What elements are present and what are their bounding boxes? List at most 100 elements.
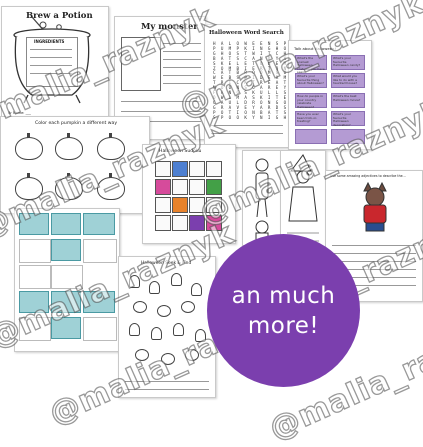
ingredient-line bbox=[30, 49, 72, 50]
memory-picture-card bbox=[19, 239, 51, 263]
memory-card bbox=[51, 317, 81, 339]
monster-line bbox=[163, 51, 201, 52]
sudoku-cell bbox=[172, 161, 188, 177]
writing-title: Use some amazing adjectives to describe … bbox=[330, 174, 406, 178]
ingredient-line bbox=[30, 73, 72, 74]
pumpkin-icon bbox=[55, 173, 83, 200]
question-card bbox=[331, 129, 365, 144]
monster-line bbox=[121, 121, 201, 122]
skeleton-tracing-worksheet bbox=[242, 150, 282, 246]
sudoku-cell bbox=[206, 161, 222, 177]
question-card: What's your favourite Halloween decorati… bbox=[331, 111, 365, 126]
sudoku-cell bbox=[189, 215, 205, 231]
word-list-line bbox=[211, 125, 283, 126]
ghost-icon bbox=[129, 275, 140, 288]
ghost-icon bbox=[151, 327, 162, 340]
sudoku-cell bbox=[206, 179, 222, 195]
sudoku-cell bbox=[155, 179, 171, 195]
and-much-more-badge: an much more! bbox=[207, 234, 360, 387]
monster-line bbox=[163, 43, 201, 44]
question-card: What's your favourite thing about Hallow… bbox=[295, 73, 327, 88]
memory-card bbox=[83, 213, 115, 235]
memory-card bbox=[51, 291, 81, 313]
question-card: Have you ever been trick-or-treating? bbox=[295, 111, 327, 126]
question-card bbox=[295, 129, 327, 144]
werewolf-icon bbox=[363, 181, 387, 232]
pumpkin-title: Color each pumpkin a different way bbox=[35, 121, 118, 126]
writing-line bbox=[332, 261, 416, 262]
potion-title: Brew a Potion bbox=[26, 11, 93, 21]
question-card: What's the best Halloween movie? bbox=[331, 93, 365, 108]
monster-line bbox=[163, 59, 201, 60]
sudoku-cell bbox=[172, 197, 188, 213]
pumpkin-icon bbox=[15, 133, 43, 160]
question-card: How do people in your country celebrate … bbox=[295, 93, 327, 108]
writing-line bbox=[332, 245, 416, 246]
ingredients-box bbox=[26, 37, 78, 87]
memory-card bbox=[51, 213, 81, 235]
question-card: What's the scariest Halloween costume yo… bbox=[295, 55, 327, 74]
monster-title: My monster bbox=[141, 22, 198, 32]
writing-line bbox=[332, 253, 416, 254]
memory-card bbox=[83, 291, 115, 313]
ingredients-label: INGREDIENTS bbox=[34, 39, 65, 44]
monster-line bbox=[121, 101, 201, 102]
pumpkin-icon bbox=[135, 349, 149, 361]
sudoku-cell bbox=[172, 215, 188, 231]
word-list-line bbox=[211, 133, 283, 134]
sudoku-cell bbox=[206, 215, 222, 231]
monster-drawing-box bbox=[121, 37, 161, 91]
pumpkin-icon bbox=[181, 301, 195, 313]
seek-count-line bbox=[125, 381, 209, 382]
talk-about-halloween-worksheet: Talk about Halloween! What's the scaries… bbox=[288, 40, 372, 150]
ghost-icon bbox=[171, 273, 182, 286]
ghost-icon bbox=[129, 323, 140, 336]
monster-line bbox=[163, 75, 201, 76]
promo-line-1: an much bbox=[231, 282, 336, 309]
sudoku-cell bbox=[189, 179, 205, 195]
sudoku-cell bbox=[189, 161, 205, 177]
sudoku-cell bbox=[206, 197, 222, 213]
question-card: What's your favourite Halloween candy? bbox=[331, 55, 365, 70]
halloween-sudoku-worksheet: Halloween Sudoku bbox=[142, 144, 236, 244]
sudoku-cell bbox=[155, 197, 171, 213]
seek-and-find-worksheet: Halloween Seek & Find bbox=[118, 256, 216, 398]
pumpkin-icon bbox=[185, 349, 199, 361]
memory-picture-card bbox=[19, 265, 51, 289]
memory-picture-card bbox=[19, 317, 51, 341]
monster-line bbox=[121, 111, 201, 112]
word-search-grid: H A L O W E E N S P P U M P K I N G H O … bbox=[213, 41, 288, 120]
pumpkin-icon bbox=[161, 353, 175, 365]
question-card: What would you like to do with a haunted… bbox=[331, 73, 365, 88]
seek-title: Halloween Seek & Find bbox=[141, 261, 192, 266]
ghost-icon bbox=[191, 283, 202, 296]
pumpkin-icon bbox=[157, 305, 171, 317]
memory-card bbox=[19, 213, 49, 235]
sudoku-cell bbox=[172, 179, 188, 195]
memory-picture-card bbox=[83, 239, 117, 263]
brew-potion-worksheet: Brew a Potion INGREDIENTS Br Name: ___ bbox=[1, 6, 109, 122]
ghost-icon bbox=[173, 323, 184, 336]
writing-line bbox=[332, 277, 416, 278]
memory-picture-card bbox=[83, 317, 117, 341]
skeleton-icon bbox=[255, 158, 269, 245]
sudoku-title: Halloween Sudoku bbox=[159, 149, 202, 154]
sudoku-cell bbox=[155, 161, 171, 177]
monster-line bbox=[163, 67, 201, 68]
memory-card bbox=[51, 239, 81, 261]
word-search-title: Halloween Word Search bbox=[209, 30, 284, 36]
pumpkin-icon bbox=[97, 173, 125, 200]
memory-card bbox=[19, 291, 49, 313]
memory-picture-card bbox=[51, 265, 83, 289]
ingredient-line bbox=[30, 57, 72, 58]
ingredient-line bbox=[30, 65, 72, 66]
monster-line bbox=[163, 83, 201, 84]
pumpkin-icon bbox=[15, 173, 43, 200]
writing-line bbox=[332, 269, 416, 270]
talk-title: Talk about Halloween! bbox=[294, 46, 336, 51]
sudoku-cell bbox=[189, 197, 205, 213]
pumpkin-icon bbox=[97, 133, 125, 160]
ghost-icon bbox=[195, 329, 206, 342]
pumpkin-icon bbox=[133, 301, 147, 313]
pumpkin-coloring-worksheet: Color each pumpkin a different way bbox=[0, 116, 150, 214]
